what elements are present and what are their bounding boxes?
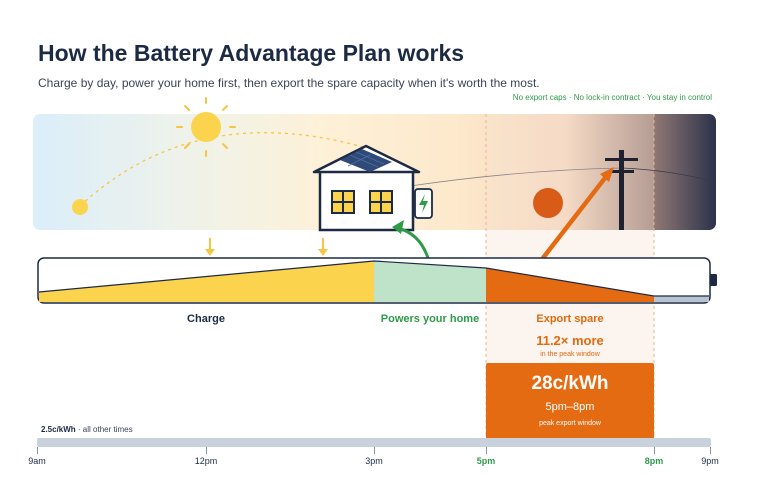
charge-level-line — [38, 260, 709, 297]
sun-icon — [176, 97, 236, 157]
reserve-segment — [654, 296, 709, 302]
peak-price: 28c/kWh — [531, 373, 609, 394]
export-multiplier-note: in the peak window — [540, 351, 600, 358]
timeline-tick — [654, 447, 655, 454]
export-segment — [486, 268, 654, 302]
power-line-in — [409, 167, 623, 187]
charge-arrow-icon — [205, 238, 328, 256]
home-segment — [374, 261, 486, 302]
evening-sun-icon — [533, 188, 563, 218]
house-icon — [312, 144, 421, 232]
power-pole-icon — [605, 150, 638, 230]
morning-sun-icon — [72, 199, 88, 215]
page-subtitle: Charge by day, power your home first, th… — [38, 76, 540, 90]
time-label-8pm: 8pm — [644, 456, 664, 466]
base-rate-label: 2.5c/kWh · all other times — [41, 425, 133, 434]
charge-phase-label: Charge — [187, 313, 225, 325]
sun-path-arc — [79, 132, 381, 207]
time-label-9am: 9am — [28, 456, 46, 466]
peak-rate-card: 28c/kWh 5pm–8pm peak export window — [486, 363, 654, 445]
peak-window-shade — [486, 114, 654, 363]
time-label-9pm: 9pm — [701, 456, 719, 466]
time-label-3pm: 3pm — [365, 456, 383, 466]
battery-icon — [414, 188, 433, 219]
battery-bar-terminal — [710, 274, 717, 286]
powers-home-phase-label: Powers your home — [380, 313, 480, 325]
home-arrow — [397, 226, 430, 259]
time-label-12pm: 12pm — [194, 456, 218, 466]
export-phase-label: Export spare — [536, 313, 604, 325]
charge-segment — [39, 261, 374, 302]
timeline-tick — [374, 447, 375, 454]
export-multiplier: 11.2× more — [536, 333, 604, 348]
home-arrow-head-icon — [392, 220, 404, 234]
timeline-tick — [206, 447, 207, 454]
peak-window-time: 5pm–8pm — [545, 401, 595, 413]
base-rate-note: · all other times — [77, 425, 133, 434]
timeline-tick — [486, 447, 487, 454]
power-line-out — [621, 167, 717, 183]
base-rate-price: 2.5c/kWh — [41, 425, 76, 434]
peak-window-caption: peak export window — [539, 420, 601, 427]
timeline-tick — [710, 447, 711, 454]
export-arrow-head-icon — [600, 167, 614, 182]
time-label-5pm: 5pm — [476, 456, 496, 466]
timeline-bar — [37, 438, 711, 447]
export-arrow — [540, 175, 608, 261]
timeline-tick — [37, 447, 38, 454]
page-title: How the Battery Advantage Plan works — [38, 40, 465, 66]
plan-tagline: No export caps · No lock-in contract · Y… — [512, 93, 712, 102]
